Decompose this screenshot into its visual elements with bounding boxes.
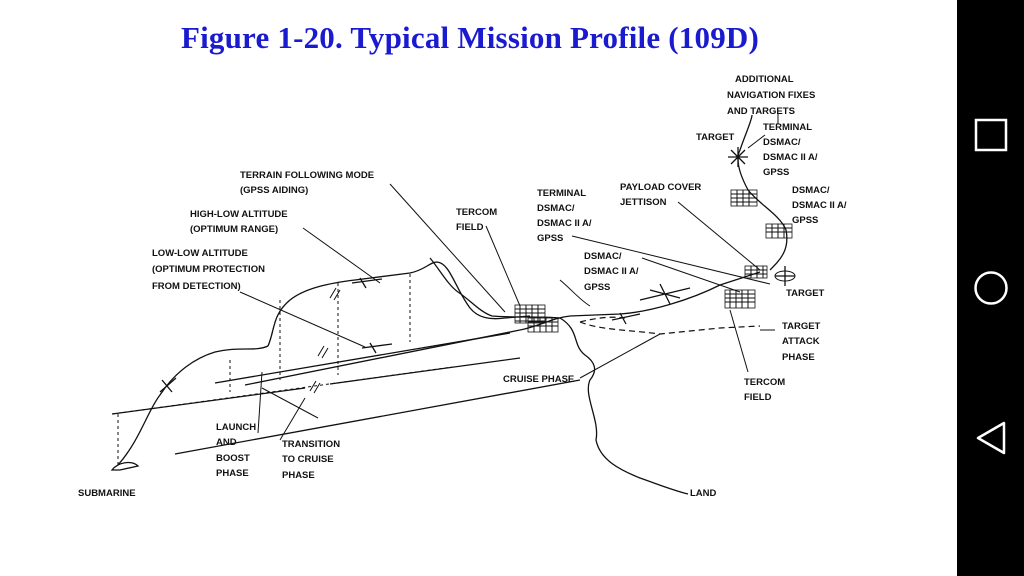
dsmac-mid-label: DSMAC/ DSMAC II A/ GPSS [584,251,641,293]
tercom-field-bottom-label: TERCOM FIELD [744,377,788,403]
mission-profile-diagram: ADDITIONAL NAVIGATION FIXES AND TARGETS … [78,74,849,499]
target-right-marker [774,266,796,286]
low-low-label: LOW-LOW ALTITUDE (OPTIMUM PROTECTION FRO… [152,248,268,292]
home-circle-icon [973,271,1008,305]
tercom-field-bottom [724,289,756,309]
terminal-top-label: TERMINAL DSMAC/ DSMAC II A/ GPSS [763,122,820,178]
target-top-label: TARGET [696,132,735,143]
terrain-following-label: TERRAIN FOLLOWING MODE (GPSS AIDING) [240,170,377,196]
missile-icons [110,277,641,471]
figure-page: Figure 1-20. Typical Mission Profile (10… [78,20,849,499]
transition-label: TRANSITION TO CRUISE PHASE [282,439,343,481]
target-top-marker [728,147,748,167]
land-coastline [429,257,689,495]
target-right-label: TARGET [786,288,825,299]
dsmac-fields [730,189,793,279]
high-low-label: HIGH-LOW ALTITUDE (OPTIMUM RANGE) [190,209,290,235]
target-attack-label: TARGET ATTACK PHASE [782,321,823,363]
back-triangle-icon [976,421,1005,455]
tercom-field-top [514,304,559,333]
dsmac-right-label: DSMAC/ DSMAC II A/ GPSS [792,185,849,226]
launch-path [117,345,269,466]
recents-button[interactable] [957,105,1024,165]
land-label: LAND [690,488,717,499]
launch-boost-label: LAUNCH AND BOOST PHASE [216,422,259,479]
recents-square-icon [974,118,1007,152]
submarine-label: SUBMARINE [78,488,136,499]
home-button[interactable] [957,258,1024,318]
additional-nav-label: ADDITIONAL NAVIGATION FIXES AND TARGETS [727,74,818,117]
cruise-phase-label: CRUISE PHASE [503,374,574,385]
terminal-mid-label: TERMINAL DSMAC/ DSMAC II A/ GPSS [537,188,594,244]
figure-title: Figure 1-20. Typical Mission Profile (10… [180,20,760,55]
payload-cover-label: PAYLOAD COVER JETTISON [620,182,704,208]
android-nav-bar [957,0,1024,576]
tercom-field-top-label: TERCOM FIELD [456,207,500,233]
back-button[interactable] [957,408,1024,468]
